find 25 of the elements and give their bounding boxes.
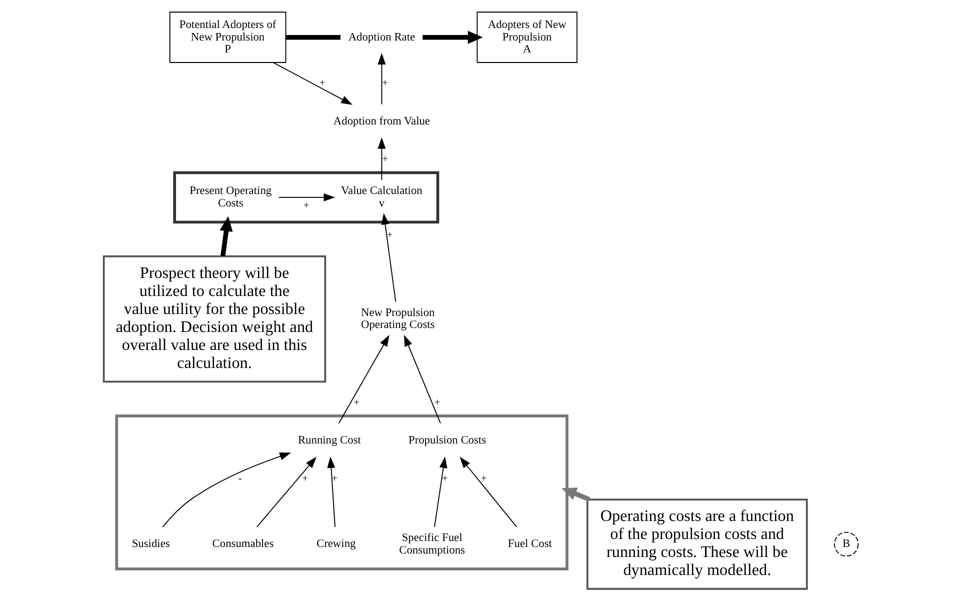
edge-label: + xyxy=(480,473,486,484)
node-text: Adoption from Value xyxy=(332,115,430,128)
edge-label: + xyxy=(382,154,388,166)
node-text: Present Operating Costs xyxy=(189,185,272,210)
node-text: Fuel Cost xyxy=(507,538,552,550)
node-text: Specific Fuel Consumptions xyxy=(398,532,464,556)
node-text: New Propulsion Operating Costs xyxy=(360,306,434,332)
edge-label: + xyxy=(441,473,448,484)
label: B xyxy=(842,538,850,550)
node-text: Crewing xyxy=(316,538,356,550)
node-text: Adoption Rate xyxy=(348,31,415,44)
node-text: Running Cost xyxy=(297,434,360,447)
edge-label: + xyxy=(382,78,388,90)
node-text: Propulsion Costs xyxy=(408,434,486,447)
edge-label: + xyxy=(331,473,338,484)
node-text: Susidies xyxy=(131,538,170,550)
edge-label: - xyxy=(238,473,242,484)
node-text: Consumables xyxy=(212,538,274,550)
edge-label: + xyxy=(302,200,309,212)
edge-label: + xyxy=(353,397,359,408)
edge-label: + xyxy=(318,78,325,90)
edge-label: + xyxy=(386,230,392,242)
edge-label: + xyxy=(302,473,308,484)
node-text: Value Calculation v xyxy=(340,185,422,210)
edge-label: + xyxy=(434,397,440,408)
